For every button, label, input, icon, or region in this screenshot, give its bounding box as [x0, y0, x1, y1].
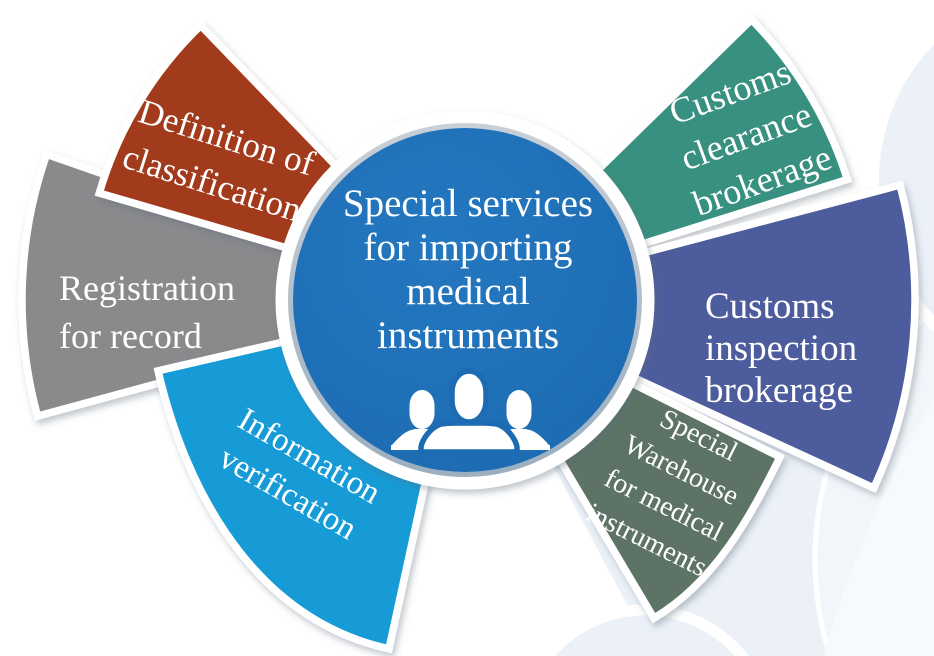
accent-circle-bottom-right-outer	[823, 399, 934, 656]
people-group-icon	[391, 368, 550, 455]
hub-ring	[288, 123, 642, 477]
central-circle	[293, 128, 637, 472]
person-silhouette-center	[418, 368, 520, 455]
hub-white-halo	[275, 110, 655, 490]
